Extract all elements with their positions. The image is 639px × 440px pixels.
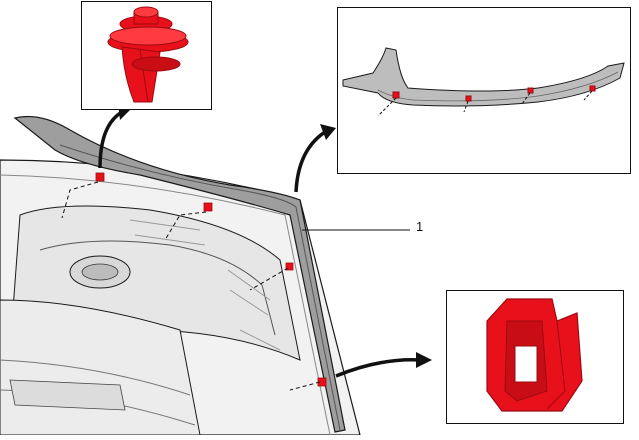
clip-marker-1 (95, 172, 105, 182)
arrow-to-push-pin (98, 110, 123, 169)
liftgate-inner-panel (0, 159, 361, 436)
retainer-clips (95, 172, 327, 387)
clip-marker-4 (317, 377, 327, 387)
push-pin-inset (81, 1, 212, 110)
u-clip-icon (486, 298, 583, 412)
liftgate-trim-panel (13, 115, 346, 433)
push-pin-clip-icon (107, 6, 189, 103)
trim-panel-icon (342, 47, 625, 117)
clip-marker-3 (285, 262, 294, 271)
clip-marker-2 (203, 202, 213, 212)
callout-label-1: 1 (416, 219, 424, 234)
trim-panel-inset (337, 7, 631, 174)
arrow-to-trim-detail (294, 130, 327, 193)
u-clip-inset (446, 290, 624, 424)
dashed-leaders (61, 181, 321, 391)
arrow-to-u-clip (335, 358, 421, 378)
